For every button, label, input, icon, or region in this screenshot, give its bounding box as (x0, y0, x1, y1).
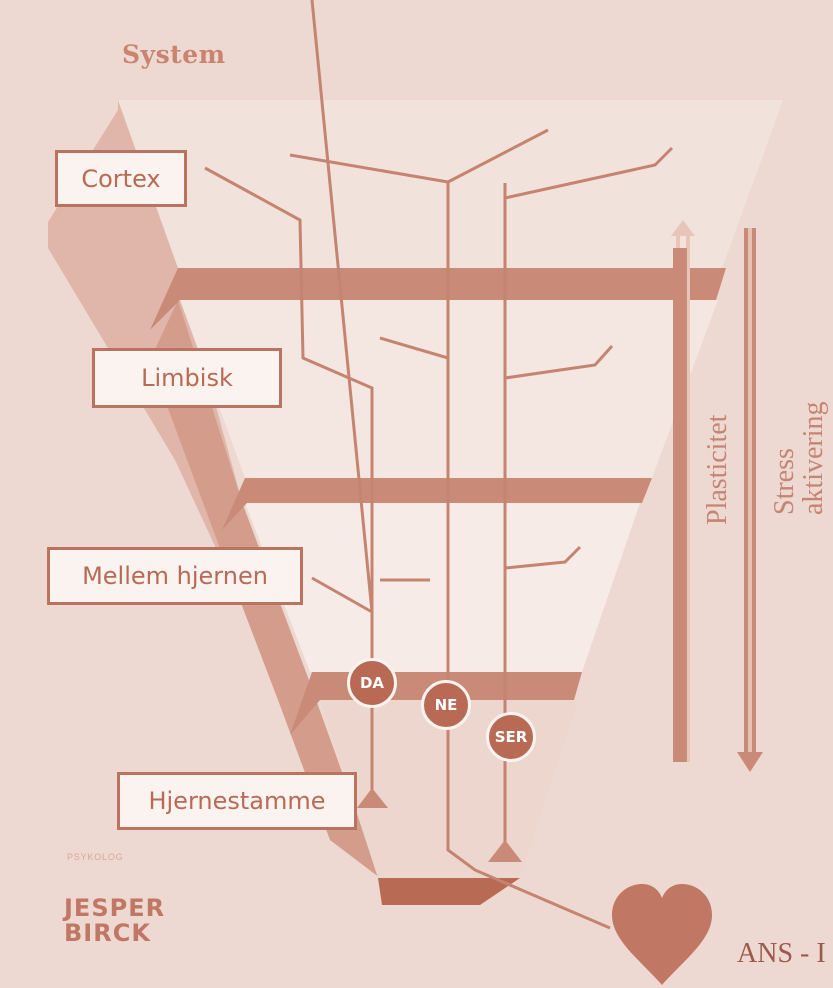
plasticitet-label: Plasticitet (703, 415, 732, 525)
heart-icon (612, 884, 712, 985)
brand-line1: JESPER (64, 896, 165, 921)
diagram-title: System (122, 40, 226, 69)
label-limbisk: Limbisk (92, 348, 282, 408)
ans-label: ANS - I (737, 938, 826, 970)
brand-line2: BIRCK (64, 921, 165, 946)
stress-label-line2: aktivering (798, 401, 829, 515)
badge-da: DA (347, 658, 397, 708)
brand-logo: JESPER BIRCK (64, 896, 165, 946)
band-bottom (378, 878, 520, 905)
stress-label: Stress aktivering (770, 401, 829, 515)
stress-label-line1: Stress (769, 448, 800, 515)
label-mellem-hjernen: Mellem hjernen (47, 547, 303, 605)
badge-ne: NE (421, 680, 471, 730)
plasticitet-bar (673, 248, 687, 762)
mellem-panel (245, 503, 640, 672)
label-hjernestamme: Hjernestamme (117, 772, 357, 830)
brand-tagline: PSYKOLOG (67, 852, 123, 862)
badge-ser: SER (486, 712, 536, 762)
label-cortex: Cortex (55, 150, 187, 207)
